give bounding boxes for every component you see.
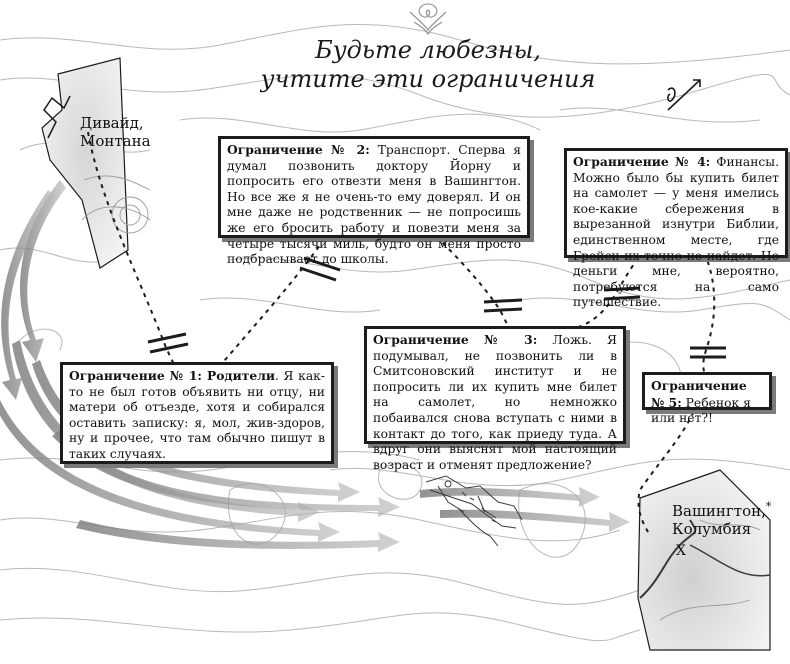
end-place-label: Вашингтон,* Колумбия [672,498,771,538]
start-place-line-2: Монтана [80,132,151,150]
constraint-text: . Я как-то не был готов объявить ни отцу… [69,369,326,461]
constraint-text: Ребенок я или нет?! [651,395,751,426]
flying-figure-icon [425,475,523,547]
constraint-heading: Ограничение № 2: [227,142,370,157]
end-place-asterisk: * [765,500,772,513]
constraint-heading: Ограничение № 1: Родители [69,368,275,383]
end-place-line-2: Колумбия [672,520,752,538]
constraint-heading: Ограничение № 3: [373,332,538,347]
constraint-text: Ложь. Я подумывал, не позвонить ли в Сми… [373,333,617,472]
constraint-heading: Ограничение № 5: [651,378,747,410]
start-place-label: Дивайд, Монтана [80,114,151,150]
dc-region [637,469,771,651]
destination-marker: Х [676,543,686,559]
constraint-box-3: Ограничение № 3: Ложь. Я подумывал, не п… [364,326,626,472]
title-line-2: учтите эти ограничения [260,65,596,93]
constraint-heading: Ограничение № 4: [573,154,711,169]
page-title: Будьте любезны, учтите эти ограничения [258,36,598,94]
compass-icon [667,79,701,111]
montana-region [41,57,151,269]
constraint-box-2: Ограничение № 2: Транспорт. Сперва я дум… [218,136,530,266]
title-line-1: Будьте любезны, [315,36,541,64]
end-place-line-1: Вашингтон,* [672,498,771,520]
constraint-box-4: Ограничение № 4: Финансы. Можно было бы … [564,148,788,309]
barrier-marks [147,256,726,359]
end-place-city: Вашингтон, [672,502,766,520]
constraint-box-5: Ограничение № 5: Ребенок я или нет?! [642,372,772,425]
ornament-icon [409,3,447,36]
constraint-text: Транспорт. Сперва я думал позвонить докт… [227,143,521,267]
constraint-box-1: Ограничение № 1: Родители. Я как-то не б… [60,362,334,464]
constraint-text: Финансы. Можно было бы купить билет на с… [573,155,779,310]
start-place-line-1: Дивайд, [80,114,144,132]
